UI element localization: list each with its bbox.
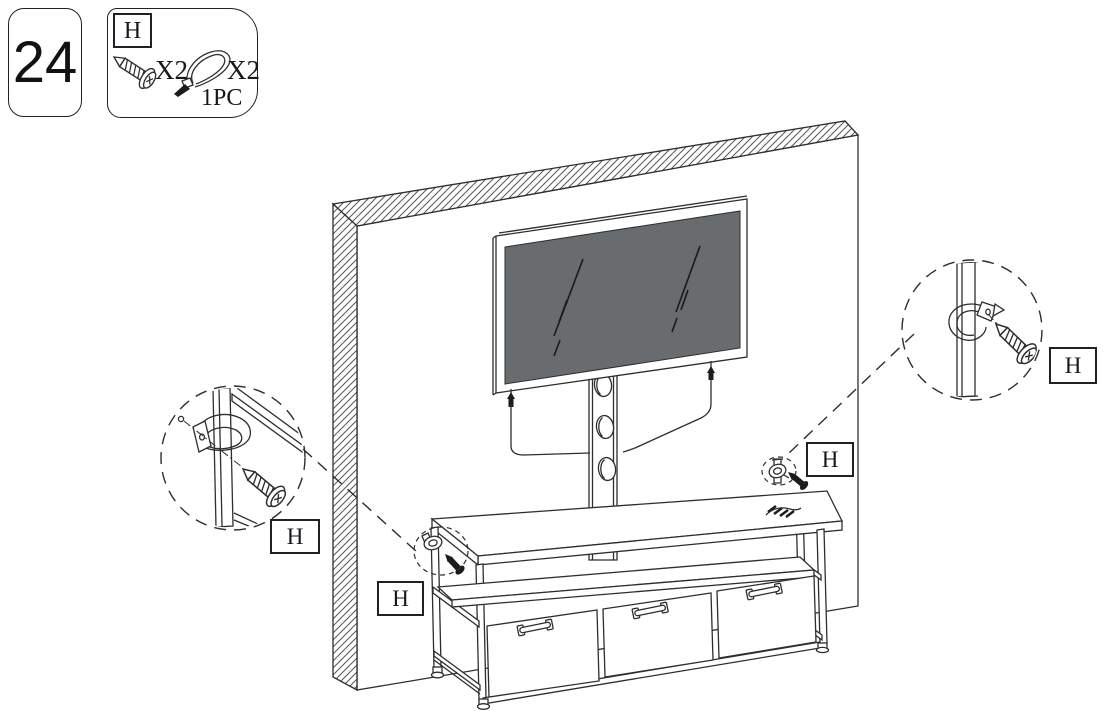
screw-axis bbox=[987, 313, 1000, 327]
step-number: 24 bbox=[12, 30, 78, 95]
hardware-panel bbox=[107, 8, 258, 118]
tv-cabinet bbox=[430, 490, 844, 710]
drawer-handle-1 bbox=[516, 618, 554, 637]
right-attachment-point bbox=[761, 456, 810, 492]
drawer-handle-3 bbox=[745, 582, 783, 601]
detail-circle-small bbox=[761, 456, 797, 486]
leg-post bbox=[212, 388, 234, 528]
h-label-right-callout: H bbox=[1049, 347, 1097, 384]
h-label-left-attachment: H bbox=[377, 581, 424, 616]
strap-clamp-icon bbox=[192, 413, 251, 453]
leader-line-left bbox=[302, 448, 418, 553]
screw-icon bbox=[234, 458, 291, 512]
drawer-handle-2 bbox=[631, 601, 669, 620]
adjustable-feet bbox=[430, 642, 830, 710]
pieces-note-label: 1PC bbox=[201, 85, 243, 111]
cable-tie-bundle bbox=[765, 505, 802, 518]
screen-reflections bbox=[553, 245, 701, 357]
cable-left bbox=[507, 389, 591, 456]
cable-hole-3 bbox=[597, 456, 617, 482]
drawer-3 bbox=[716, 575, 817, 659]
step-number-box: 24 bbox=[8, 8, 82, 117]
detail-circle-small bbox=[413, 526, 469, 576]
leader-line-right bbox=[788, 333, 915, 454]
strap-clamp-icon bbox=[948, 301, 1006, 341]
cabinet-top bbox=[430, 490, 844, 567]
tv bbox=[492, 195, 748, 456]
cable-tie-qty-label: X2 bbox=[227, 55, 260, 85]
drawer-2 bbox=[602, 592, 714, 678]
tv-screen bbox=[504, 210, 741, 385]
drawer-1 bbox=[486, 609, 600, 698]
wall-anchor-hole bbox=[177, 415, 185, 423]
open-shelf bbox=[436, 556, 816, 608]
cable-tie-icon bbox=[174, 50, 231, 97]
screw-qty-label: X2 bbox=[155, 55, 188, 85]
callout-circle bbox=[160, 385, 306, 531]
screw-icon bbox=[986, 314, 1040, 369]
screw-axis bbox=[183, 420, 243, 468]
h-label-left-callout: H bbox=[270, 519, 320, 554]
hardware-label-box: H bbox=[113, 13, 152, 48]
side-rail-left-bottom bbox=[433, 649, 481, 692]
cable-hole-2 bbox=[595, 414, 615, 440]
hardware-label: H bbox=[123, 17, 142, 44]
cable-right bbox=[622, 361, 715, 453]
callout-left bbox=[160, 385, 306, 531]
callout-right bbox=[901, 259, 1043, 401]
leg-post bbox=[956, 262, 976, 398]
callout-circle bbox=[901, 259, 1043, 401]
left-attachment-point bbox=[413, 526, 469, 577]
wall-edge-left bbox=[332, 202, 358, 692]
h-label-right-attachment: H bbox=[806, 442, 854, 477]
